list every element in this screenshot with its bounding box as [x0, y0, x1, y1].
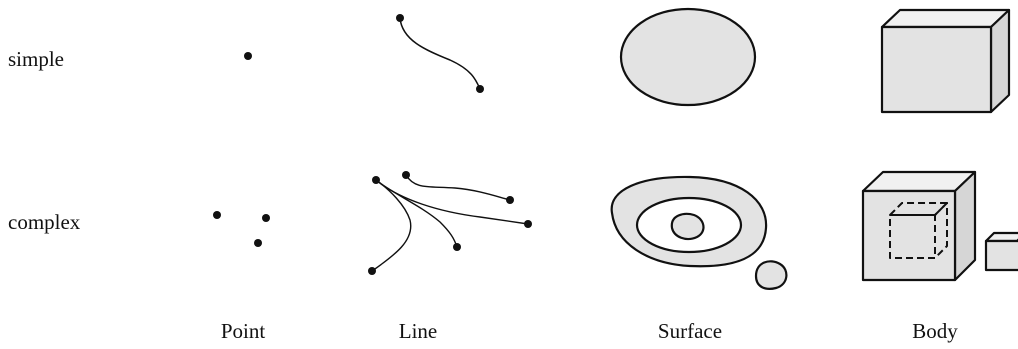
complex-point	[213, 211, 221, 219]
simple-line-endpoint	[396, 14, 404, 22]
simple-body	[880, 8, 1011, 114]
complex-point	[262, 214, 270, 222]
simple-surface	[619, 7, 757, 107]
complex-lines	[371, 174, 529, 272]
complex-line-endpoints	[368, 171, 532, 275]
simple-line	[396, 14, 484, 93]
column-label-line: Line	[398, 319, 438, 343]
simple-line-endpoint	[476, 85, 484, 93]
column-label-body: Body	[912, 319, 958, 343]
complex-surface	[610, 175, 788, 290]
simple-point	[244, 52, 252, 60]
separate-box	[984, 231, 1018, 272]
complex-points	[213, 211, 270, 247]
column-label-point: Point	[220, 319, 266, 343]
complex-point	[254, 239, 262, 247]
island-region	[670, 212, 705, 241]
separate-region	[754, 260, 788, 290]
inner-cavity	[889, 202, 948, 259]
complex-body	[861, 170, 1018, 282]
row-label-simple: simple	[8, 47, 64, 71]
row-label-complex: complex	[8, 210, 81, 234]
column-label-surface: Surface	[657, 319, 723, 343]
